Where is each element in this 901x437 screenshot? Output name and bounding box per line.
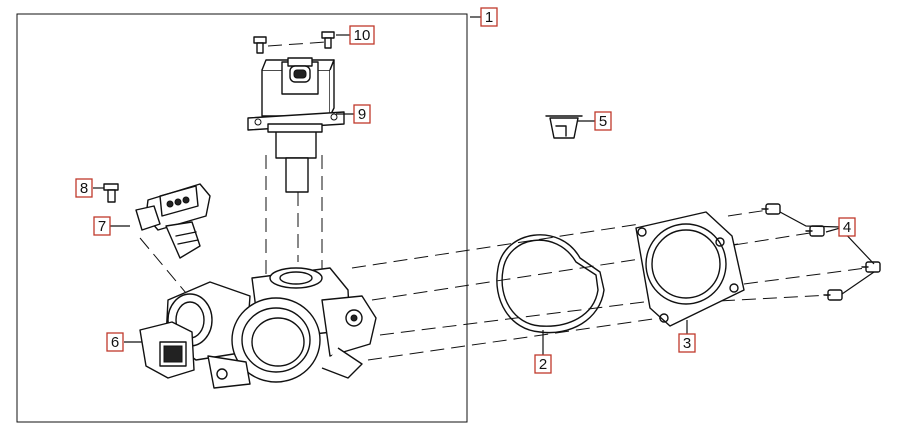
throttle-body [139, 267, 377, 389]
svg-text:6: 6 [111, 334, 119, 351]
bolt-1 [761, 203, 781, 215]
svg-text:2: 2 [539, 356, 547, 373]
svg-text:10: 10 [354, 27, 371, 44]
spacer-plate [635, 211, 745, 327]
map-sensor [135, 183, 211, 259]
assembly-frame [16, 13, 468, 423]
callout-9: 9 [353, 104, 371, 124]
clip-nut [545, 115, 583, 139]
bolt-4 [823, 289, 843, 301]
screw-pair [253, 31, 335, 54]
svg-text:7: 7 [98, 218, 106, 235]
callout-1: 1 [480, 7, 498, 27]
svg-text:8: 8 [80, 180, 88, 197]
callout-6: 6 [106, 332, 124, 352]
sensor-screw [103, 183, 119, 203]
gasket-ring [496, 234, 605, 334]
bolt-2 [805, 225, 825, 237]
idle-control-valve [247, 57, 345, 193]
svg-text:3: 3 [683, 335, 691, 352]
svg-text:9: 9 [358, 106, 366, 123]
callout-5: 5 [594, 111, 612, 131]
callout-8: 8 [75, 178, 93, 198]
svg-text:1: 1 [485, 9, 493, 26]
callout-2: 2 [534, 354, 552, 374]
screw-right [321, 31, 335, 49]
callout-7: 7 [93, 216, 111, 236]
callout-4: 4 [838, 217, 856, 237]
screw-left [253, 36, 267, 54]
callout-10: 10 [349, 25, 375, 45]
svg-text:5: 5 [599, 113, 607, 130]
callout-3: 3 [678, 333, 696, 353]
svg-text:4: 4 [843, 219, 851, 236]
bolt-3 [861, 261, 881, 273]
